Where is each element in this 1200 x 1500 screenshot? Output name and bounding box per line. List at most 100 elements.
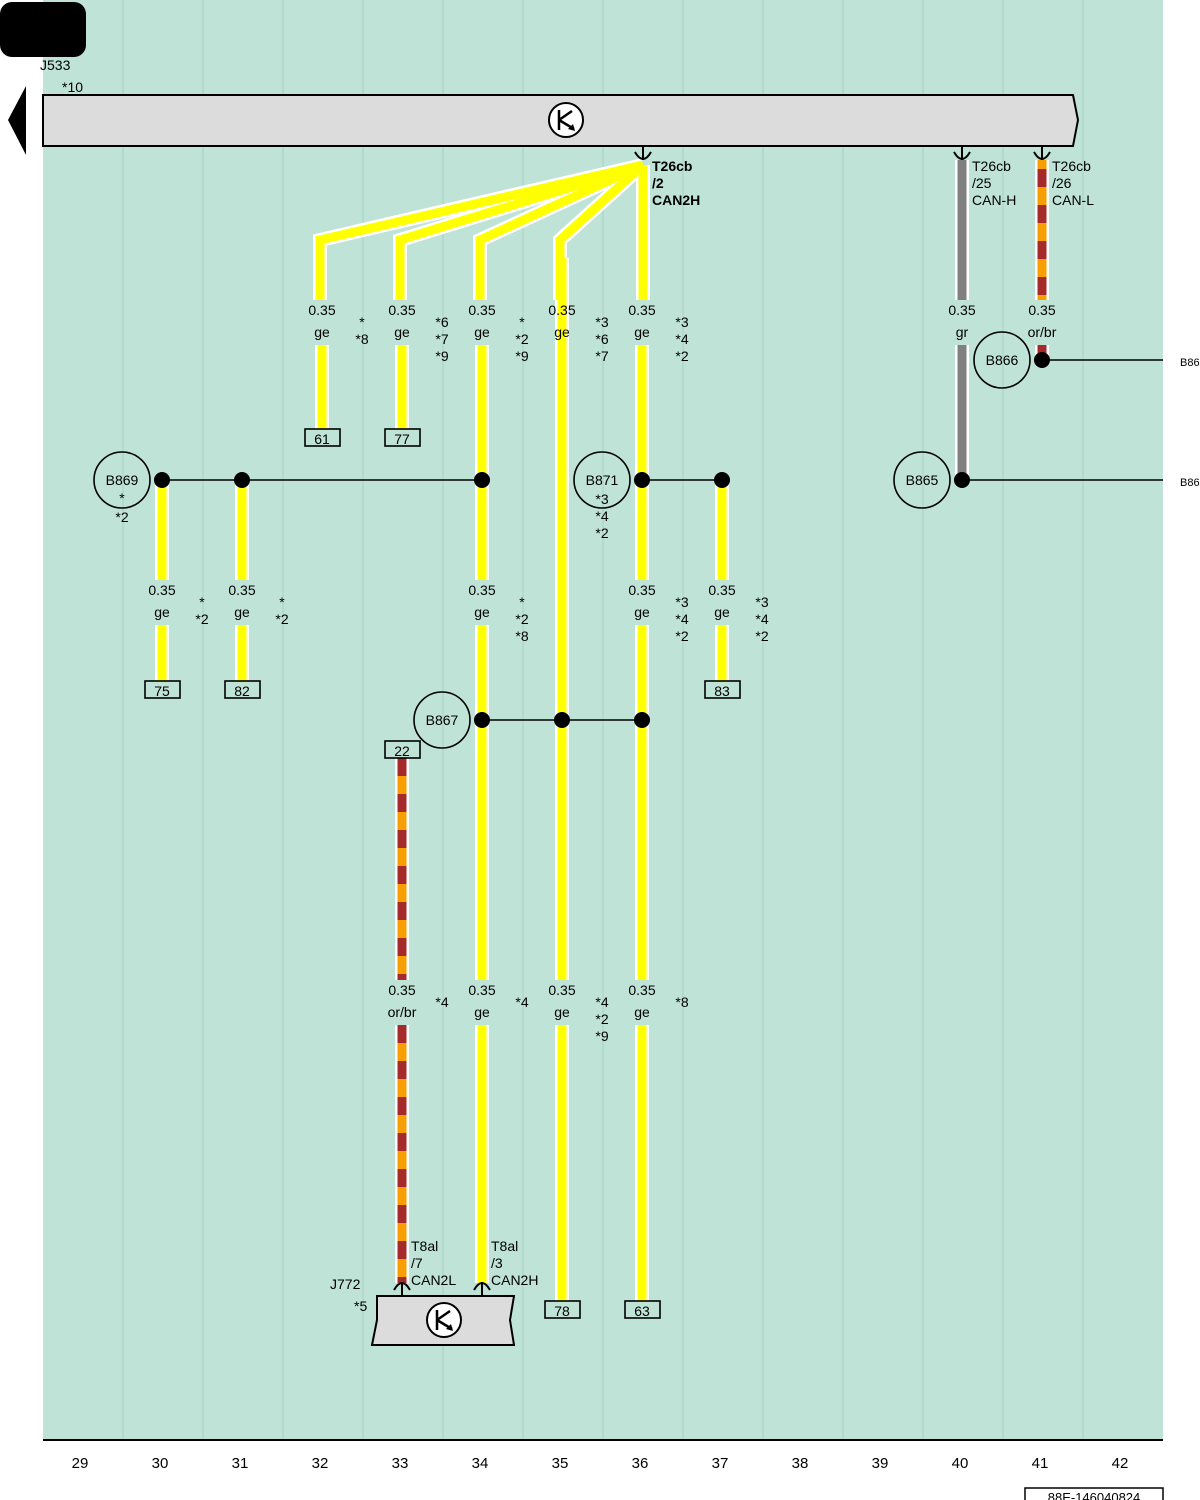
- junction-dots: [154, 352, 1050, 728]
- terminal-83[interactable]: 83: [704, 680, 741, 699]
- control-unit-icon: [547, 101, 585, 139]
- terminal-82[interactable]: 82: [224, 680, 261, 699]
- svg-text:78: 78: [554, 1303, 570, 1319]
- terminal-75[interactable]: 75: [144, 680, 181, 699]
- svg-text:*7: *7: [435, 331, 448, 347]
- wire-label-w35-top: 0.35 ge: [548, 302, 575, 340]
- svg-text:CAN2H: CAN2H: [652, 192, 700, 208]
- svg-text:B866: B866: [986, 352, 1019, 368]
- svg-text:0.35: 0.35: [468, 982, 495, 998]
- svg-text:CAN2H: CAN2H: [491, 1272, 538, 1288]
- svg-text:31: 31: [232, 1455, 249, 1472]
- wires: [155, 158, 1049, 1302]
- svg-text:*3: *3: [675, 594, 688, 610]
- junction-b865[interactable]: B865: [893, 451, 951, 509]
- svg-text:*6: *6: [435, 314, 448, 330]
- terminal-61[interactable]: 61: [304, 428, 341, 447]
- svg-text:0.35: 0.35: [548, 982, 575, 998]
- svg-text:*2: *2: [675, 628, 688, 644]
- wire-notes-w33-low: *4: [435, 994, 448, 1010]
- wire-label-w35-low: 0.35 ge: [548, 982, 575, 1020]
- connector-t8al-7: T8al /7 CAN2L: [411, 1238, 456, 1288]
- page-tab[interactable]: [0, 2, 86, 57]
- svg-text:22: 22: [394, 743, 410, 759]
- wire-notes-w31-mid: **2: [275, 594, 288, 627]
- junction-b871[interactable]: B871 *3 *4 *2: [573, 451, 631, 541]
- svg-text:*3: *3: [595, 314, 608, 330]
- svg-text:82: 82: [234, 683, 250, 699]
- svg-text:0.35: 0.35: [628, 982, 655, 998]
- svg-text:or/br: or/br: [388, 1004, 417, 1020]
- column-numbers: 29 30 31 32 33 34 35 36 37 38 39 40 41 4…: [72, 1455, 1129, 1472]
- terminal-78[interactable]: 78: [544, 1300, 581, 1319]
- prev-page-arrow-icon[interactable]: [8, 86, 26, 155]
- svg-text:29: 29: [72, 1455, 89, 1472]
- svg-text:77: 77: [394, 431, 410, 447]
- svg-text:41: 41: [1032, 1455, 1049, 1472]
- terminal-22[interactable]: 22: [384, 740, 421, 759]
- svg-text:0.35: 0.35: [308, 302, 335, 318]
- svg-text:*4: *4: [755, 611, 768, 627]
- svg-text:0.35: 0.35: [708, 582, 735, 598]
- svg-text:ge: ge: [394, 324, 410, 340]
- svg-text:*9: *9: [515, 348, 528, 364]
- svg-text:ge: ge: [154, 604, 170, 620]
- svg-text:*7: *7: [595, 348, 608, 364]
- control-unit-icon-j772: [425, 1301, 463, 1339]
- wire-label-w36-low: 0.35 ge: [628, 982, 655, 1020]
- svg-text:*: *: [199, 594, 205, 610]
- connector-t26cb-2: T26cb /2 CAN2H: [652, 158, 700, 208]
- svg-text:/3: /3: [491, 1255, 503, 1271]
- svg-text:*4: *4: [435, 994, 448, 1010]
- svg-text:*: *: [359, 314, 365, 330]
- terminal-63[interactable]: 63: [624, 1300, 661, 1319]
- terminals: 61 77 75 82 83 22 78 63: [144, 428, 741, 1319]
- svg-text:0.35: 0.35: [468, 302, 495, 318]
- svg-text:39: 39: [872, 1455, 889, 1472]
- junction-b866[interactable]: B866: [973, 331, 1031, 389]
- connector-t26cb-26: T26cb /26 CAN-L: [1052, 158, 1094, 208]
- svg-text:T26cb: T26cb: [1052, 158, 1091, 174]
- svg-text:0.35: 0.35: [388, 302, 415, 318]
- wire-notes-w30-mid: **2: [195, 594, 208, 627]
- svg-text:36: 36: [632, 1455, 649, 1472]
- connector-t8al-3: T8al /3 CAN2H: [491, 1238, 538, 1288]
- svg-text:T26cb: T26cb: [972, 158, 1011, 174]
- svg-text:*4: *4: [595, 508, 608, 524]
- footer-code-box: [1024, 1487, 1164, 1500]
- svg-text:83: 83: [714, 683, 730, 699]
- svg-text:*2: *2: [115, 509, 128, 525]
- svg-text:ge: ge: [714, 604, 730, 620]
- svg-text:ge: ge: [634, 1004, 650, 1020]
- junction-b869[interactable]: B869 * *2: [93, 451, 151, 525]
- svg-text:33: 33: [392, 1455, 409, 1472]
- column-grid: [122, 0, 1084, 1440]
- svg-text:*3: *3: [595, 491, 608, 507]
- svg-text:ge: ge: [634, 604, 650, 620]
- svg-text:B869: B869: [106, 472, 139, 488]
- svg-text:40: 40: [952, 1455, 969, 1472]
- svg-text:B867: B867: [426, 712, 459, 728]
- svg-text:*4: *4: [515, 994, 528, 1010]
- svg-text:*2: *2: [755, 628, 768, 644]
- svg-text:T8al: T8al: [411, 1238, 438, 1254]
- svg-text:*4: *4: [595, 994, 608, 1010]
- svg-text:T26cb: T26cb: [652, 158, 692, 174]
- junction-b867[interactable]: B867: [413, 691, 471, 749]
- svg-text:ge: ge: [554, 324, 570, 340]
- svg-text:0.35: 0.35: [548, 302, 575, 318]
- terminal-77[interactable]: 77: [384, 428, 421, 447]
- svg-text:*2: *2: [675, 348, 688, 364]
- edge-ref-b865: B86: [1180, 477, 1200, 489]
- wire-notes-w33-top: *6*7*9: [435, 314, 448, 364]
- footer-code: 88E-146040824: [1048, 1490, 1141, 1500]
- svg-text:ge: ge: [554, 1004, 570, 1020]
- svg-text:*2: *2: [195, 611, 208, 627]
- wire-notes-w35-top: *3*6*7: [595, 314, 608, 364]
- svg-text:0.35: 0.35: [628, 302, 655, 318]
- svg-text:CAN-L: CAN-L: [1052, 192, 1094, 208]
- wire-notes-w34-mid: **2*8: [515, 594, 528, 644]
